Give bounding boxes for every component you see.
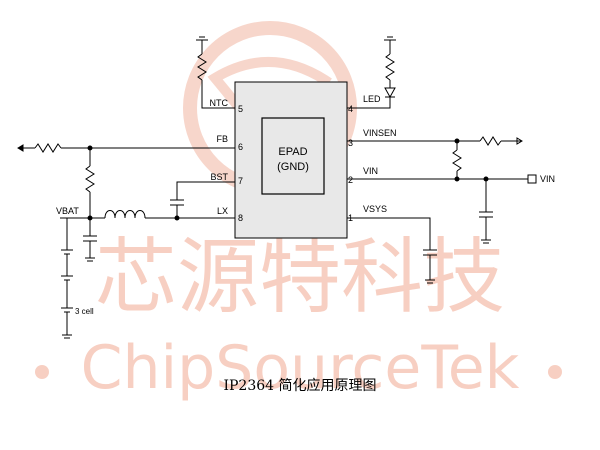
cap-bst bbox=[170, 199, 184, 206]
pin-lx-num: 8 bbox=[238, 213, 243, 223]
resistor-fb-top bbox=[34, 143, 62, 153]
resistor-fb-bottom bbox=[85, 165, 95, 193]
vsys-ground bbox=[425, 255, 435, 284]
node-vin-1 bbox=[454, 176, 460, 182]
cell-count-label: 3 cell bbox=[75, 307, 94, 316]
pin-vsys-name: VSYS bbox=[363, 204, 387, 214]
battery-cell-2 bbox=[61, 275, 73, 281]
epad bbox=[261, 117, 325, 195]
pin-vinsen-num: 3 bbox=[348, 138, 353, 148]
vin-port bbox=[527, 174, 537, 184]
resistor-vinsen-vin bbox=[452, 149, 462, 172]
inductor bbox=[104, 210, 146, 219]
wire-vsys bbox=[347, 217, 431, 250]
ntc-supply-symbol bbox=[196, 36, 208, 41]
resistor-vinsen bbox=[479, 136, 502, 146]
cap-vin bbox=[479, 211, 493, 218]
pin-vin-name: VIN bbox=[363, 166, 378, 176]
pin-led-num: 4 bbox=[348, 104, 353, 114]
epad-label: EPAD bbox=[278, 146, 307, 158]
battery-ground bbox=[62, 312, 72, 339]
vinsen-arrow bbox=[501, 137, 523, 145]
vbat-label: VBAT bbox=[56, 206, 79, 216]
pin-ntc-num: 5 bbox=[238, 104, 243, 114]
pin-vin-num: 2 bbox=[348, 175, 353, 185]
watermark-english: ChipSourceTek bbox=[81, 333, 520, 403]
resistor-ntc bbox=[197, 53, 207, 81]
led-supply bbox=[384, 36, 396, 54]
vbat-cap-ground bbox=[85, 241, 95, 262]
vin-cap-ground bbox=[481, 217, 491, 244]
battery-cell-1 bbox=[61, 249, 73, 255]
wire-led bbox=[347, 97, 391, 109]
pin-fb-name: FB bbox=[216, 134, 228, 144]
led-diode bbox=[384, 87, 396, 99]
pin-ntc-name: NTC bbox=[210, 98, 229, 108]
pin-fb-num: 6 bbox=[238, 142, 243, 152]
watermark-dot-right bbox=[548, 365, 562, 379]
watermark-chinese: 芯源特科技 bbox=[95, 230, 505, 325]
watermark-dot-left bbox=[35, 365, 49, 379]
pin-lx-name: LX bbox=[217, 206, 228, 216]
resistor-led bbox=[385, 53, 395, 81]
pin-bst-num: 7 bbox=[238, 176, 243, 186]
wires bbox=[17, 36, 537, 339]
wire-ntc bbox=[201, 80, 235, 109]
wire-bst bbox=[176, 181, 235, 200]
battery-cell-3 bbox=[61, 307, 73, 313]
pin-led-name: LED bbox=[363, 94, 381, 104]
pin-bst-name: BST bbox=[210, 172, 228, 182]
diagram-caption: IP2364 简化应用原理图 bbox=[223, 377, 376, 394]
watermark: 芯源特科技 ChipSourceTek bbox=[35, 21, 562, 403]
epad-gnd-label: (GND) bbox=[277, 161, 309, 173]
vin-port-label: VIN bbox=[540, 174, 555, 184]
pin-vinsen-name: VINSEN bbox=[363, 128, 397, 138]
fb-ground-arrow bbox=[17, 144, 24, 152]
